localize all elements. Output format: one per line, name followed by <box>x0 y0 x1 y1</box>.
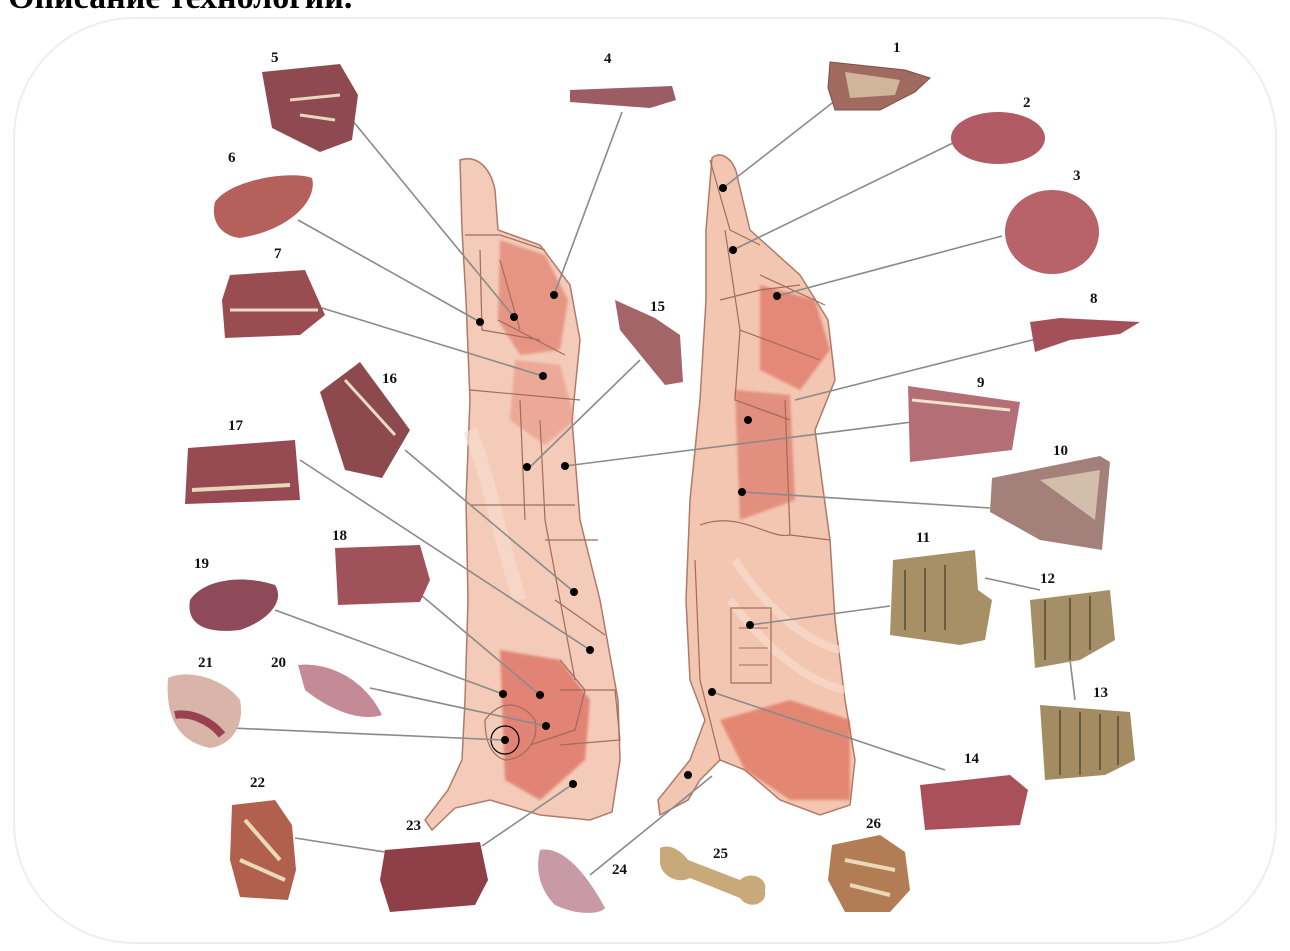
cut-label-3: 3 <box>1073 168 1081 184</box>
cut-label-18: 18 <box>332 528 347 544</box>
cut-label-5: 5 <box>271 50 279 66</box>
cut-label-22: 22 <box>250 775 265 791</box>
cut-label-7: 7 <box>274 246 282 262</box>
cut-image-26 <box>828 835 910 912</box>
cut-image-20 <box>298 665 382 717</box>
cut-label-24: 24 <box>612 862 628 878</box>
cut-image-6 <box>214 175 313 238</box>
cut-number-labels: 1 2 3 4 5 6 7 8 9 10 16 11 12 13 14 15 1… <box>194 40 1108 878</box>
cut-label-1: 1 <box>893 40 901 56</box>
left-half-carcass <box>425 159 620 830</box>
cut-label-12: 12 <box>1040 571 1055 587</box>
cut-label-15: 15 <box>650 299 665 315</box>
cut-image-22 <box>230 800 296 900</box>
cut-image-4 <box>570 86 676 108</box>
cut-label-11: 11 <box>916 530 930 546</box>
cut-image-8 <box>1030 318 1140 352</box>
cut-image-2 <box>951 112 1045 164</box>
cut-image-18 <box>335 545 430 605</box>
cut-label-19: 19 <box>194 556 209 572</box>
meat-cut-images <box>168 62 1140 913</box>
cut-label-21: 21 <box>198 655 213 671</box>
cut-label-2: 2 <box>1023 95 1031 111</box>
cut-image-14 <box>920 775 1028 830</box>
cut-image-23 <box>380 842 488 912</box>
cut-label-23: 23 <box>406 818 421 834</box>
cut-label-17: 17 <box>228 418 244 434</box>
cut-label-26: 26 <box>866 816 882 832</box>
cut-image-7 <box>222 270 325 338</box>
cut-image-5 <box>262 64 358 152</box>
cut-image-19 <box>189 580 278 631</box>
cut-image-15 <box>615 300 683 385</box>
cut-image-24 <box>538 850 605 913</box>
cut-label-14: 14 <box>964 751 980 767</box>
cut-label-4: 4 <box>604 51 612 67</box>
cut-label-16: 16 <box>382 371 398 387</box>
cut-label-13: 13 <box>1093 685 1108 701</box>
cut-image-13 <box>1040 705 1135 780</box>
leader-lines <box>232 100 1075 875</box>
cut-label-25: 25 <box>713 846 728 862</box>
cut-label-20: 20 <box>271 655 286 671</box>
cut-image-9 <box>908 386 1020 462</box>
cut-image-3 <box>1005 190 1099 274</box>
cut-label-9: 9 <box>977 375 985 391</box>
right-half-carcass <box>658 155 855 815</box>
cut-label-6: 6 <box>228 150 236 166</box>
cut-image-12 <box>1030 590 1115 668</box>
cut-label-10-right: 10 <box>1053 443 1068 459</box>
cut-image-17 <box>185 440 300 504</box>
cut-label-8: 8 <box>1090 291 1098 307</box>
